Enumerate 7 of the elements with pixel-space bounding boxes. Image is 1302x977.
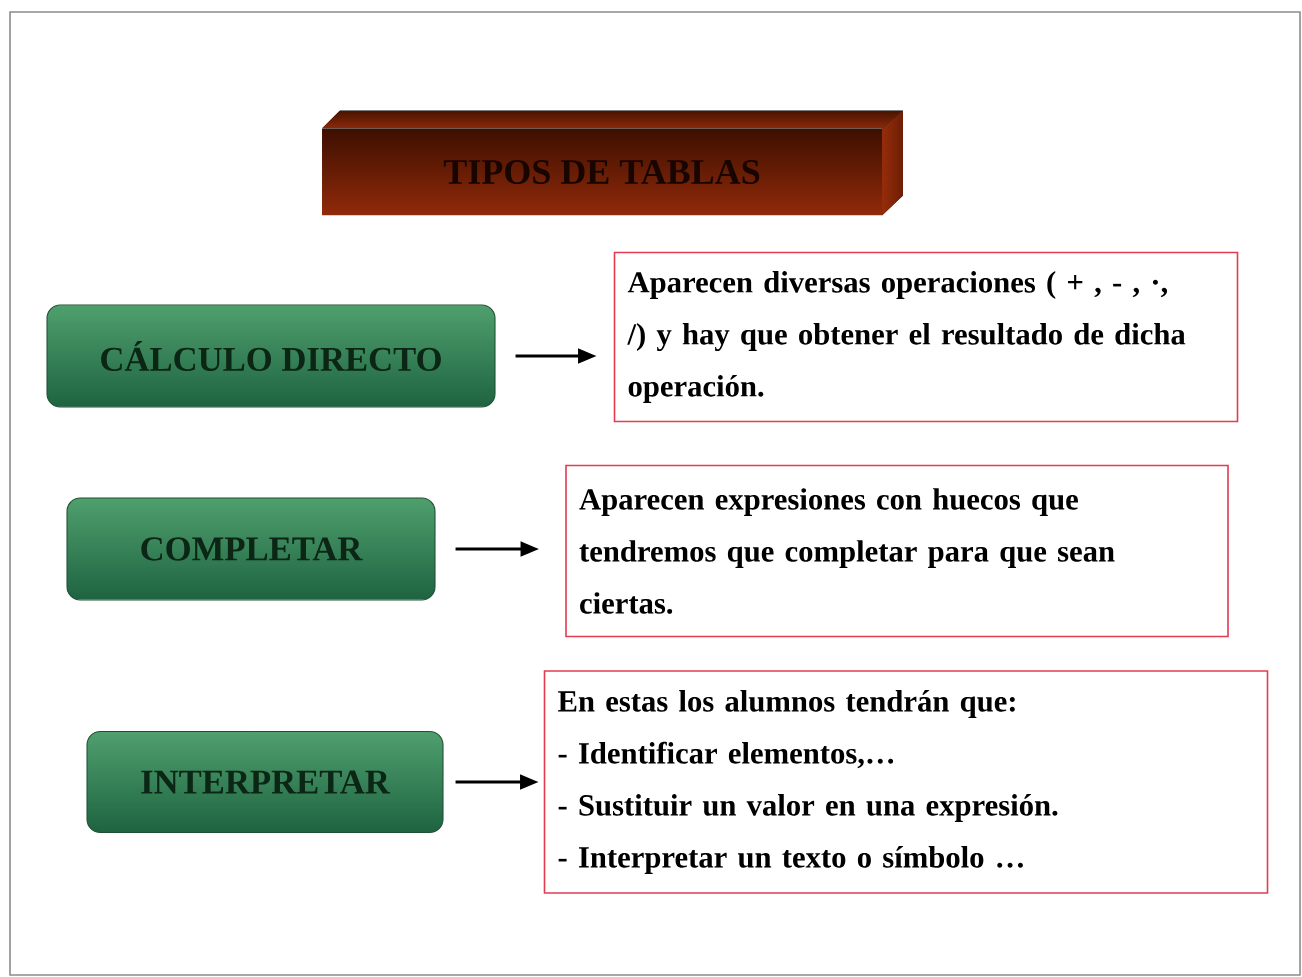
category-box: COMPLETAR xyxy=(66,497,436,601)
title-banner: TIPOS DE TABLAS xyxy=(322,110,903,216)
description-box: En estas los alumnos tendrán que: - Identificar elementos,… - Sustituir un valor en una expresión. - Interpretar un texto o símbolo … xyxy=(543,670,1269,894)
category-box: INTERPRETAR xyxy=(86,730,444,834)
description-box: Aparecen diversas operaciones ( + , - , ·, /) y hay que obtener el resultado de dicha operación. xyxy=(613,251,1239,423)
description-box: Aparecen expresiones con huecos que tendremos que completar para que sean ciertas. xyxy=(565,464,1229,638)
category-box: CÁLCULO DIRECTO xyxy=(46,304,496,408)
